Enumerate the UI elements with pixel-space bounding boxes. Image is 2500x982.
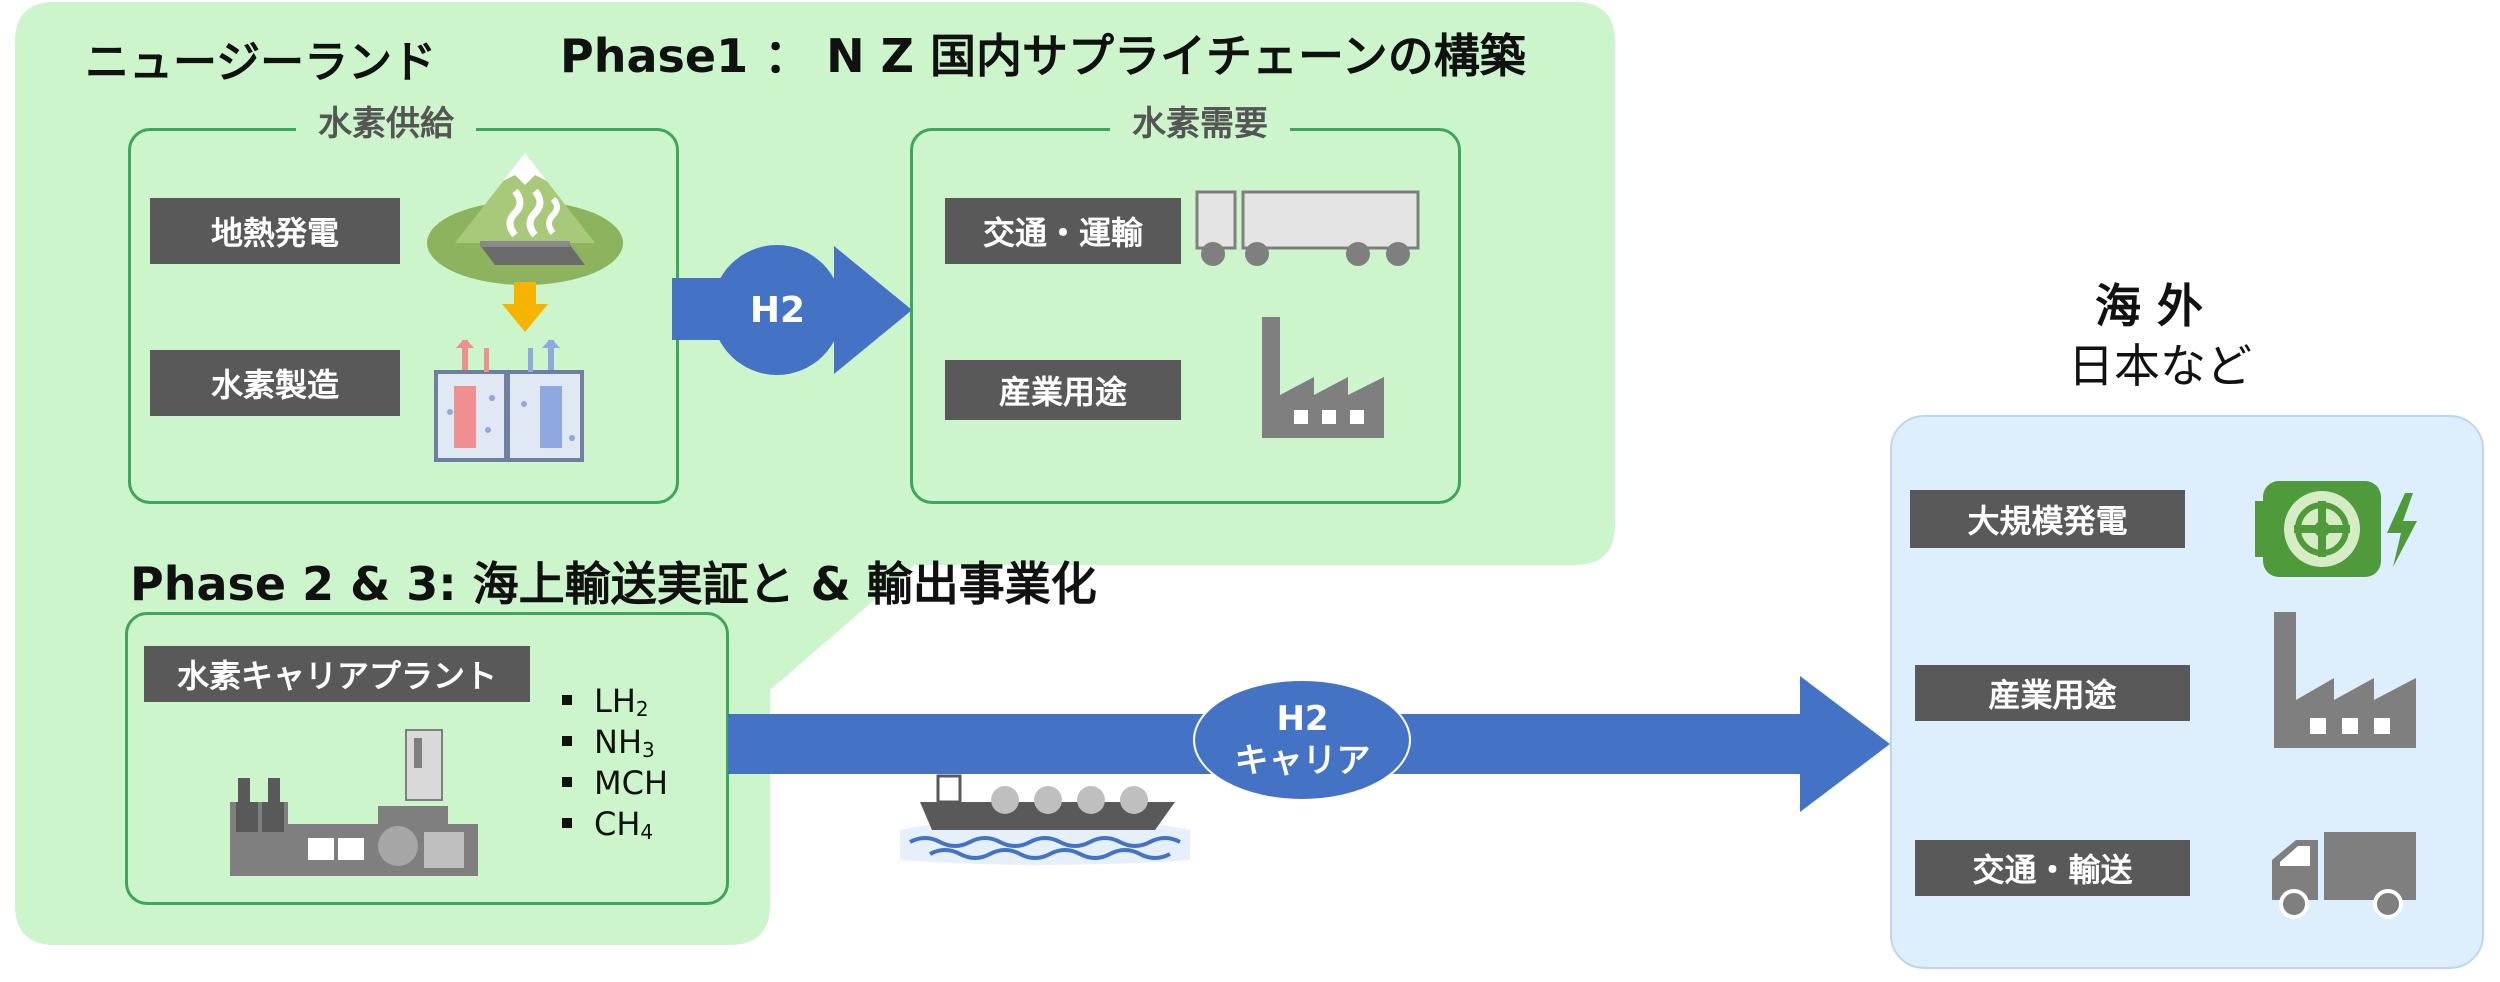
demand-item-industrial: 産業用途 bbox=[945, 360, 1181, 420]
factory-icon-overseas bbox=[2274, 612, 2416, 748]
ship-icon bbox=[900, 774, 1190, 865]
hydrogen-demand-legend: 水素需要 bbox=[1110, 104, 1290, 144]
h2-carrier-line2: キャリア bbox=[1234, 741, 1371, 781]
carrier-plant-box bbox=[125, 612, 729, 905]
phase1-title: Phase1 ： N Z 国内サプライチェーンの構築 bbox=[560, 29, 1526, 83]
overseas-item-transport: 交通・輸送 bbox=[1915, 840, 2190, 896]
geothermal-plant-icon bbox=[427, 153, 623, 285]
overseas-item-industrial: 産業用途 bbox=[1915, 665, 2190, 721]
overseas-item-power: 大規模発電 bbox=[1910, 490, 2185, 548]
h2-carrier-line1: H2 bbox=[1276, 699, 1329, 739]
carrier-item-lh2: LH2 bbox=[562, 682, 649, 721]
delivery-truck-icon bbox=[2272, 832, 2416, 919]
h2-carrier-badge-shape bbox=[1193, 679, 1411, 801]
h2-carrier-badge: H2 キャリア bbox=[1205, 690, 1400, 790]
electrolyzer-icon bbox=[434, 340, 584, 462]
truck-icon bbox=[1195, 190, 1420, 266]
phase23-title: Phase 2 & 3: 海上輸送実証と & 輸出事業化 bbox=[130, 557, 1097, 611]
factory-icon bbox=[1262, 317, 1384, 438]
h2-arrow-label: H2 bbox=[749, 289, 806, 331]
overseas-title: 海 外 bbox=[2095, 279, 2204, 333]
hydrogen-supply-legend: 水素供給 bbox=[296, 104, 476, 144]
nz-title: ニュージーランド bbox=[85, 37, 437, 88]
carrier-plant-label: 水素キャリアプラント bbox=[144, 646, 530, 702]
h2-flow-arrow bbox=[672, 245, 912, 375]
power-generator-icon bbox=[2255, 481, 2417, 577]
overseas-subtitle: 日本など bbox=[2068, 339, 2252, 393]
carrier-item-nh3: NH3 bbox=[562, 723, 655, 762]
supply-item-hydrogen-production: 水素製造 bbox=[150, 350, 400, 416]
down-arrow-icon bbox=[502, 282, 548, 332]
carrier-item-mch: MCH bbox=[562, 764, 668, 803]
supply-item-geothermal: 地熱発電 bbox=[150, 198, 400, 264]
plant-icon bbox=[230, 729, 478, 876]
carrier-item-ch4: CH4 bbox=[562, 805, 653, 844]
demand-item-transport: 交通・運輸 bbox=[945, 198, 1181, 264]
